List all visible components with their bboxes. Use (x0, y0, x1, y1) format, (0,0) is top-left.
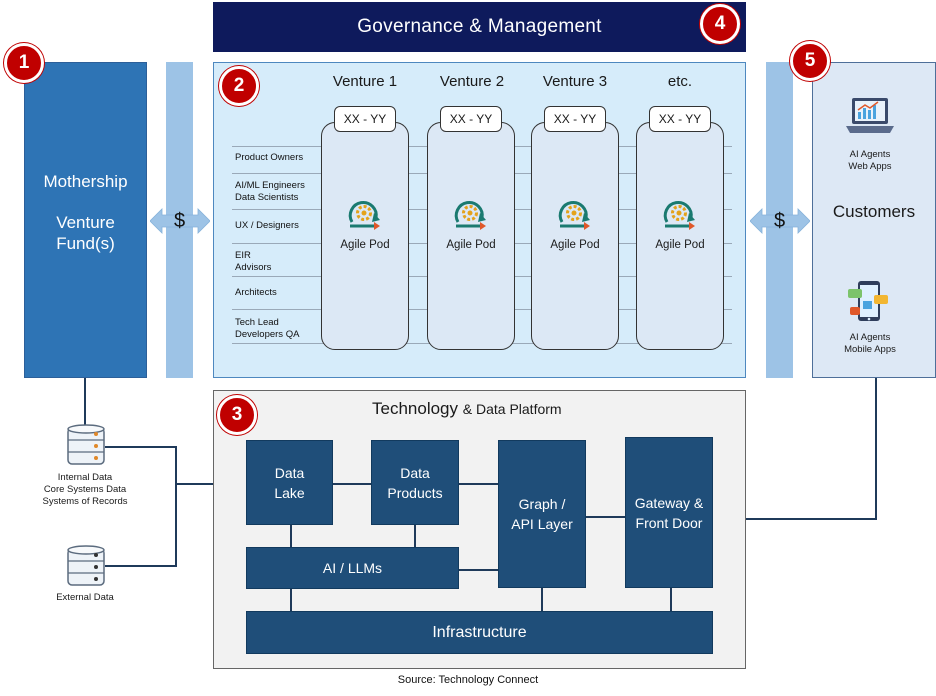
tech-platform-title: Technology & Data Platform (372, 399, 562, 418)
governance-bar: Governance & Management (213, 2, 746, 52)
venture-1-tag: XX - YY (334, 106, 396, 132)
internal-data-label: Internal Data Core Systems Data Systems … (42, 472, 128, 507)
venture-etc-pod (636, 122, 724, 350)
connector (290, 524, 292, 548)
database-icon (67, 545, 105, 586)
badge-4: 4 (700, 4, 740, 44)
gateway-front-door-box: Gateway &Front Door (625, 437, 713, 588)
connector (670, 588, 672, 612)
badge-1: 1 (4, 43, 44, 83)
ai-llms-box: AI / LLMs (246, 547, 459, 589)
connector (290, 588, 292, 612)
mothership-label: Mothership (43, 172, 128, 191)
role-architects: Architects (235, 287, 277, 298)
venture-3-title: Venture 3 (542, 73, 608, 90)
agile-cycle-icon (663, 200, 695, 230)
venture-etc-title: etc. (667, 73, 693, 90)
left-double-arrow-icon (150, 208, 210, 234)
smartphone-apps-icon (848, 281, 888, 321)
venture-2-pod-label: Agile Pod (446, 239, 496, 251)
agile-cycle-icon (348, 200, 380, 230)
venture-3-pod (531, 122, 619, 350)
funds-label: Fund(s) (56, 234, 115, 253)
source-caption: Source: Technology Connect (397, 674, 539, 686)
venture-1-pod-label: Agile Pod (340, 239, 390, 251)
venture-2-title: Venture 2 (439, 73, 505, 90)
graph-api-layer-box: Graph /API Layer (498, 440, 586, 588)
badge-5: 5 (790, 41, 830, 81)
governance-label: Governance & Management (357, 16, 602, 37)
infrastructure-box: Infrastructure (246, 611, 713, 654)
left-dollar-sign: $ (173, 209, 186, 232)
agile-cycle-icon (454, 200, 486, 230)
connector (459, 483, 499, 485)
role-ux-designers: UX / Designers (235, 220, 299, 231)
database-icon (67, 424, 105, 465)
external-data-label: External Data (56, 592, 114, 603)
venture-1-title: Venture 1 (332, 73, 398, 90)
connector (332, 483, 372, 485)
mothership-venture-fund: Mothership Venture Fund(s) (24, 62, 147, 378)
role-product-owners: Product Owners (235, 152, 304, 163)
venture-2-pod (427, 122, 515, 350)
customers-title: Customers (832, 202, 916, 221)
venture-label: Venture (56, 213, 115, 232)
badge-2: 2 (219, 66, 259, 106)
right-dollar-sign: $ (773, 209, 786, 232)
right-double-arrow-icon (750, 208, 810, 234)
venture-3-pod-label: Agile Pod (550, 239, 600, 251)
connector (459, 569, 499, 571)
connector (586, 516, 626, 518)
venture-etc-tag: XX - YY (649, 106, 711, 132)
venture-3-tag: XX - YY (544, 106, 606, 132)
connector (414, 524, 416, 548)
laptop-chart-icon (846, 98, 894, 133)
venture-etc-pod-label: Agile Pod (655, 239, 705, 251)
agile-cycle-icon (558, 200, 590, 230)
connector (541, 588, 543, 612)
venture-2-tag: XX - YY (440, 106, 502, 132)
venture-1-pod (321, 122, 409, 350)
badge-3: 3 (217, 395, 257, 435)
